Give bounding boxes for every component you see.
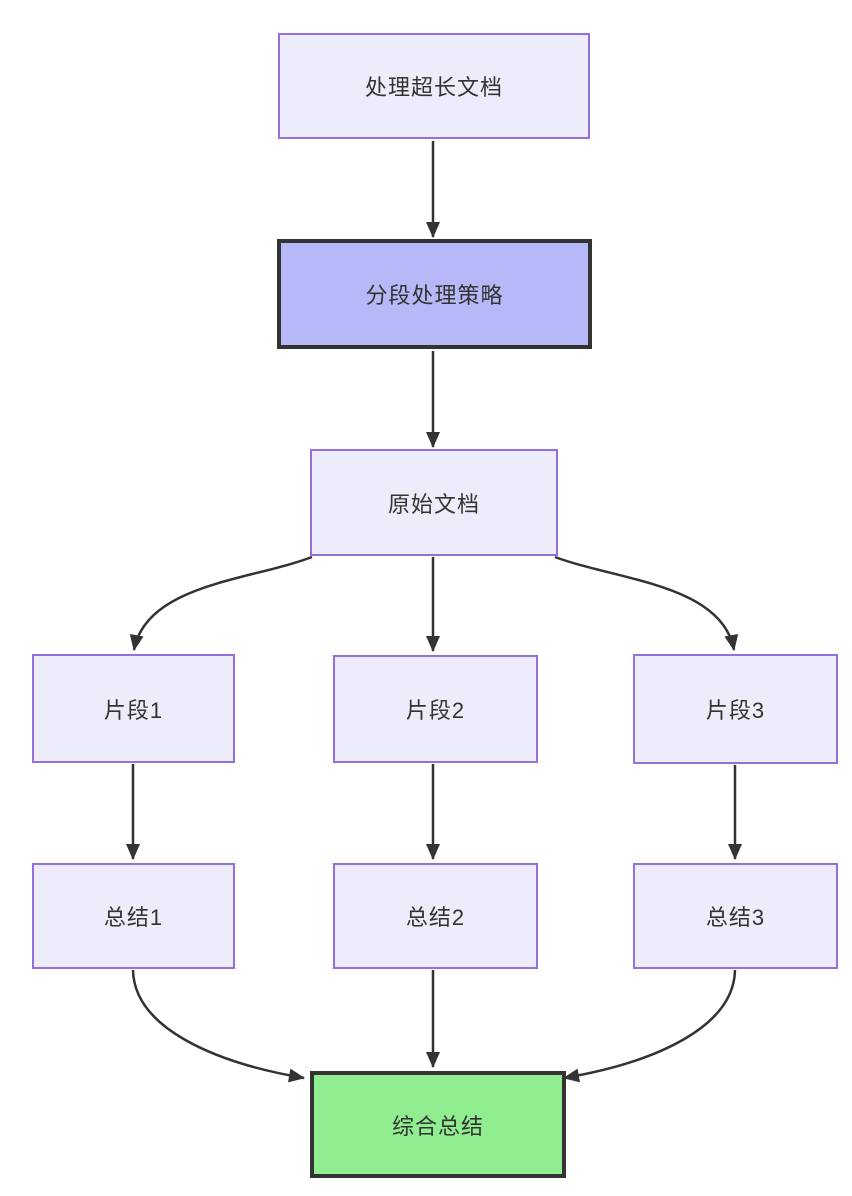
node-fragment-3: 片段3 [633, 654, 838, 764]
node-summary-3: 总结3 [633, 863, 838, 969]
node-final-summary: 综合总结 [310, 1071, 566, 1178]
edge-c-d1 [129, 555, 313, 651]
node-original-document: 原始文档 [310, 449, 558, 556]
edge-c-d3 [554, 555, 739, 651]
node-process-long-document: 处理超长文档 [278, 33, 590, 139]
node-fragment-2: 片段2 [333, 655, 538, 763]
node-fragment-1: 片段1 [32, 654, 235, 763]
node-summary-1: 总结1 [32, 863, 235, 969]
edge-e3-f [563, 969, 737, 1083]
node-segmentation-strategy: 分段处理策略 [277, 239, 592, 349]
edge-e1-f [131, 969, 305, 1083]
node-summary-2: 总结2 [333, 863, 538, 969]
